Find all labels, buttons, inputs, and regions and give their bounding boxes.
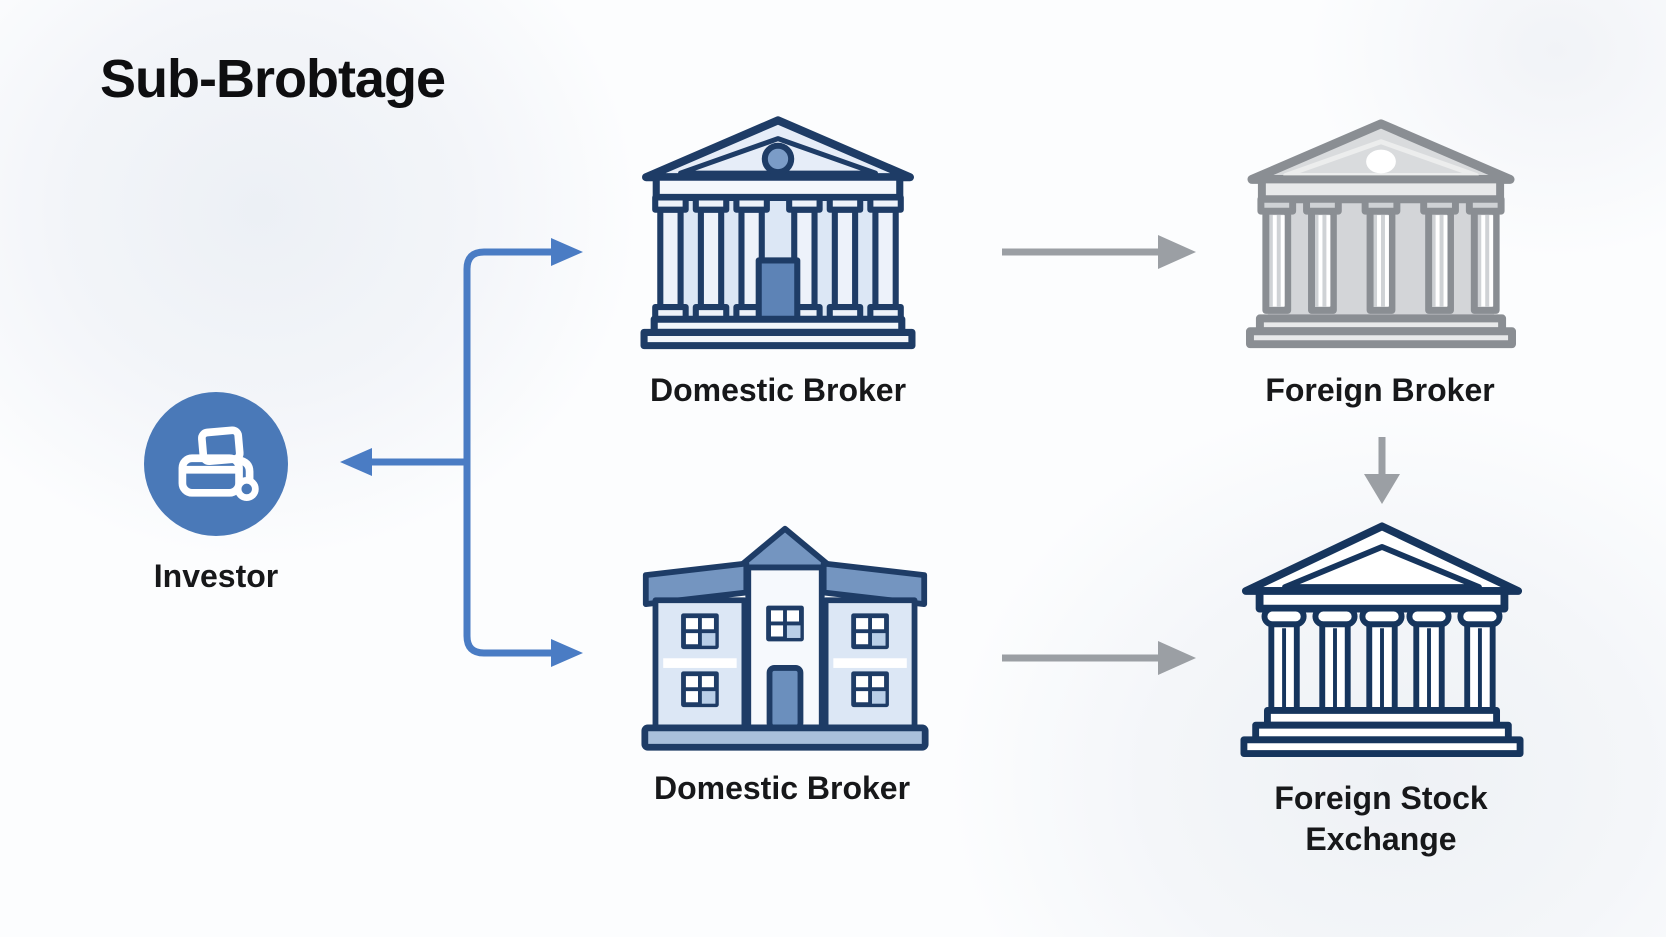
- temple-outline-icon: [1240, 522, 1524, 757]
- office-building-icon: [641, 525, 929, 751]
- foreign-broker-label: Foreign Broker: [1265, 372, 1495, 408]
- arrowhead-to-investor: [340, 448, 372, 476]
- investor-node: [144, 392, 288, 536]
- domestic-broker-bottom-label: Domestic Broker: [653, 770, 911, 806]
- investor-label: Investor: [153, 558, 279, 594]
- bank-building-gray-icon: [1246, 119, 1516, 349]
- domestic-broker-top-label: Domestic Broker: [649, 372, 907, 408]
- arrowhead-to-domestic-broker-bottom: [551, 639, 583, 667]
- arrowhead-to-exchange-right: [1158, 641, 1196, 675]
- briefcase-card-icon: [178, 426, 259, 501]
- diagram-title: Sub-Brobtage: [100, 49, 446, 109]
- blue-branch-connector: [372, 248, 551, 657]
- foreign-stock-exchange-label: Foreign Stock Exchange: [1274, 780, 1488, 857]
- bank-building-icon: [640, 116, 916, 350]
- blue-arrowheads: [340, 238, 583, 667]
- arrowhead-to-domestic-broker-top: [551, 238, 583, 266]
- arrowhead-to-exchange-down: [1364, 474, 1400, 504]
- arrowhead-to-foreign-broker: [1158, 235, 1196, 269]
